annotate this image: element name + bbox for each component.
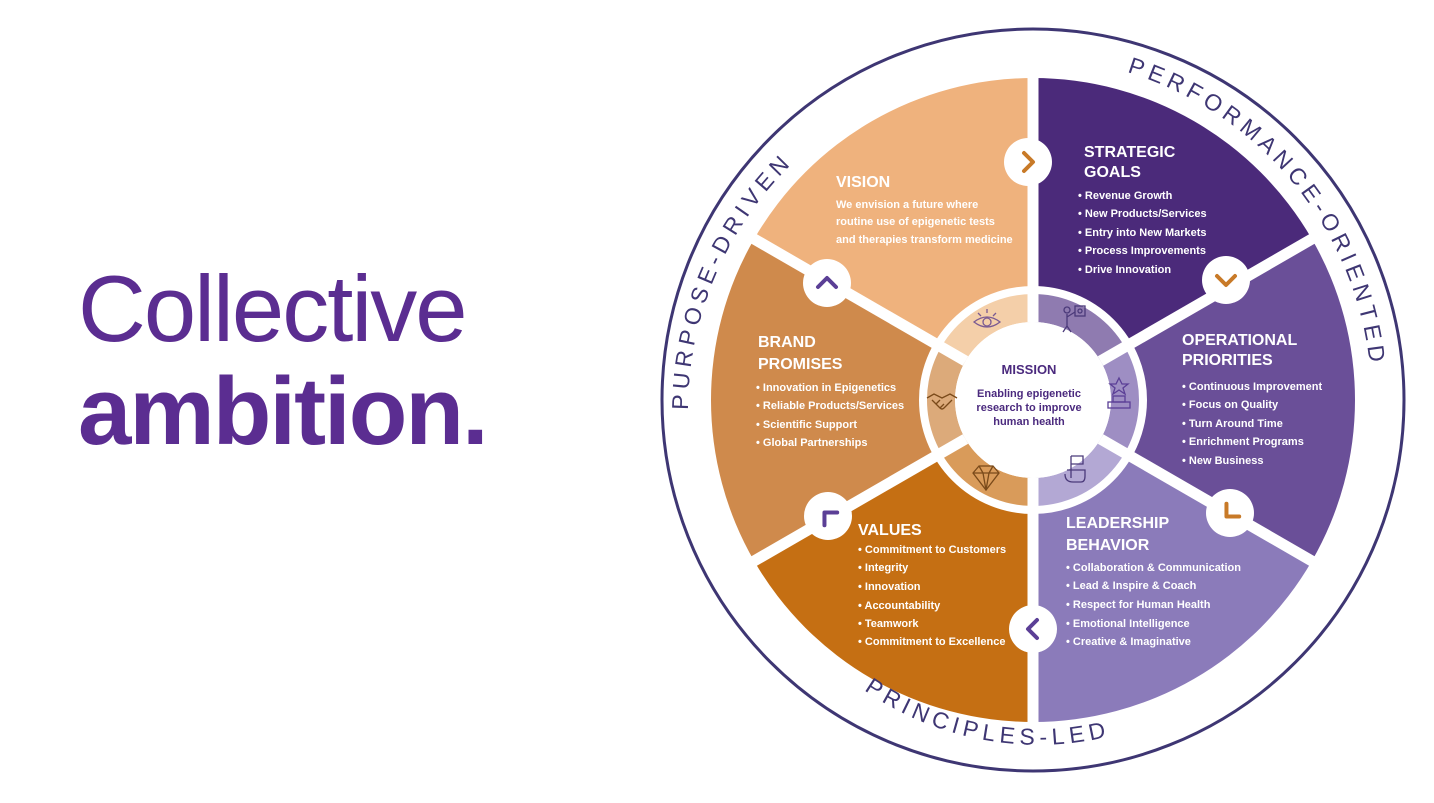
leadership-behavior-item-3: • Respect for Human Health bbox=[1066, 599, 1211, 611]
headline-line-2: ambition. bbox=[78, 358, 489, 465]
operational-priorities-item-3: • Turn Around Time bbox=[1182, 418, 1283, 430]
operational-priorities-item-1: • Continuous Improvement bbox=[1182, 381, 1322, 393]
chevron-right-icon bbox=[1004, 138, 1052, 186]
leadership-behavior-item-5: • Creative & Imaginative bbox=[1066, 636, 1191, 648]
vision-title: VISION bbox=[836, 174, 890, 191]
segment-leadership-behavior-content: LEADERSHIP BEHAVIOR • Collaboration & Co… bbox=[1066, 515, 1241, 648]
divider-lines bbox=[749, 76, 1317, 724]
operational-priorities-title-2: PRIORITIES bbox=[1182, 352, 1273, 369]
vision-text-3: and therapies transform medicine bbox=[836, 234, 1013, 246]
chevron-badges bbox=[803, 138, 1254, 653]
segment-strategic-goals-content: STRATEGIC GOALS • Revenue Growth • New P… bbox=[1078, 144, 1207, 276]
chevron-down-left-icon bbox=[1206, 489, 1254, 537]
divider-line bbox=[749, 233, 969, 366]
segment-values-content: VALUES • Commitment to Customers • Integ… bbox=[858, 522, 1006, 648]
inner-ring-strategic-goals bbox=[1033, 290, 1129, 361]
segment-brand-promises bbox=[711, 239, 938, 561]
leadership-behavior-item-1: • Collaboration & Communication bbox=[1066, 562, 1241, 574]
operational-priorities-item-2: • Focus on Quality bbox=[1182, 399, 1279, 411]
segment-operational-priorities-content: OPERATIONAL PRIORITIES • Continuous Impr… bbox=[1182, 332, 1322, 467]
brand-promises-item-3: • Scientific Support bbox=[756, 419, 857, 431]
brand-promises-item-1: • Innovation in Epigenetics bbox=[756, 382, 896, 394]
chevron-up-icon bbox=[803, 259, 851, 307]
leadership-behavior-item-2: • Lead & Inspire & Coach bbox=[1066, 580, 1197, 592]
divider-line bbox=[1097, 233, 1317, 366]
chevron-left-icon bbox=[1009, 605, 1057, 653]
segment-brand-promises-content: BRAND PROMISES • Innovation in Epigeneti… bbox=[756, 334, 904, 449]
leadership-behavior-title-2: BEHAVIOR bbox=[1066, 537, 1150, 554]
inner-ring-values bbox=[937, 439, 1033, 510]
values-item-5: • Teamwork bbox=[858, 618, 919, 630]
mission-title: MISSION bbox=[1002, 362, 1057, 377]
headline: Collective ambition. bbox=[78, 256, 489, 465]
chevron-down-icon bbox=[1202, 256, 1250, 304]
segment-operational-priorities bbox=[1128, 239, 1355, 561]
chevron-up-left-icon bbox=[804, 492, 852, 540]
mission-line-1: Enabling epigenetic bbox=[977, 388, 1081, 400]
operational-priorities-title-1: OPERATIONAL bbox=[1182, 332, 1297, 349]
mission-line-2: research to improve bbox=[976, 402, 1081, 414]
brand-promises-item-4: • Global Partnerships bbox=[756, 437, 867, 449]
values-item-1: • Commitment to Customers bbox=[858, 544, 1006, 556]
values-item-6: • Commitment to Excellence bbox=[858, 636, 1006, 648]
operational-priorities-item-4: • Enrichment Programs bbox=[1182, 436, 1304, 448]
values-item-4: • Accountability bbox=[858, 600, 941, 612]
vision-text-1: We envision a future where bbox=[836, 199, 978, 211]
strategic-goals-item-1: • Revenue Growth bbox=[1078, 190, 1173, 202]
brand-promises-title-2: PROMISES bbox=[758, 356, 843, 373]
strategic-goals-item-2: • New Products/Services bbox=[1078, 208, 1207, 220]
inner-ring-border bbox=[919, 286, 1147, 514]
operational-priorities-item-5: • New Business bbox=[1182, 455, 1264, 467]
values-title: VALUES bbox=[858, 522, 922, 539]
leadership-behavior-item-4: • Emotional Intelligence bbox=[1066, 618, 1190, 630]
divider-line bbox=[749, 434, 969, 567]
mission-line-3: human health bbox=[993, 416, 1065, 428]
strategic-goals-item-4: • Process Improvements bbox=[1078, 245, 1206, 257]
segment-vision-content: VISION We envision a future where routin… bbox=[836, 174, 1013, 246]
hand-flag-icon bbox=[1064, 455, 1086, 483]
presenter-icon bbox=[1062, 305, 1086, 333]
podium-star-icon bbox=[1107, 376, 1131, 409]
handshake-icon bbox=[926, 393, 958, 410]
inner-ring-brand-promises bbox=[922, 345, 966, 455]
outer-ring bbox=[660, 27, 1406, 773]
inner-icon-ring bbox=[922, 290, 1143, 510]
strategic-goals-title-2: GOALS bbox=[1084, 164, 1141, 181]
brand-promises-title-1: BRAND bbox=[758, 334, 816, 351]
values-item-3: • Innovation bbox=[858, 581, 921, 593]
inner-ring-operational-priorities bbox=[1100, 345, 1143, 455]
vision-text-2: routine use of epigenetic tests bbox=[836, 216, 995, 228]
inner-ring-leadership-behavior bbox=[1033, 439, 1129, 510]
brand-promises-item-2: • Reliable Products/Services bbox=[756, 400, 904, 412]
diamond-icon bbox=[972, 465, 1000, 492]
strategic-goals-title-1: STRATEGIC bbox=[1084, 144, 1176, 161]
leadership-behavior-title-1: LEADERSHIP bbox=[1066, 515, 1169, 532]
divider-line bbox=[1097, 434, 1317, 567]
mission-circle bbox=[955, 322, 1111, 478]
strategic-goals-item-5: • Drive Innovation bbox=[1078, 264, 1171, 276]
values-item-2: • Integrity bbox=[858, 562, 909, 574]
strategic-goals-item-3: • Entry into New Markets bbox=[1078, 227, 1207, 239]
headline-line-1: Collective bbox=[78, 256, 467, 361]
eye-icon bbox=[972, 309, 1002, 328]
